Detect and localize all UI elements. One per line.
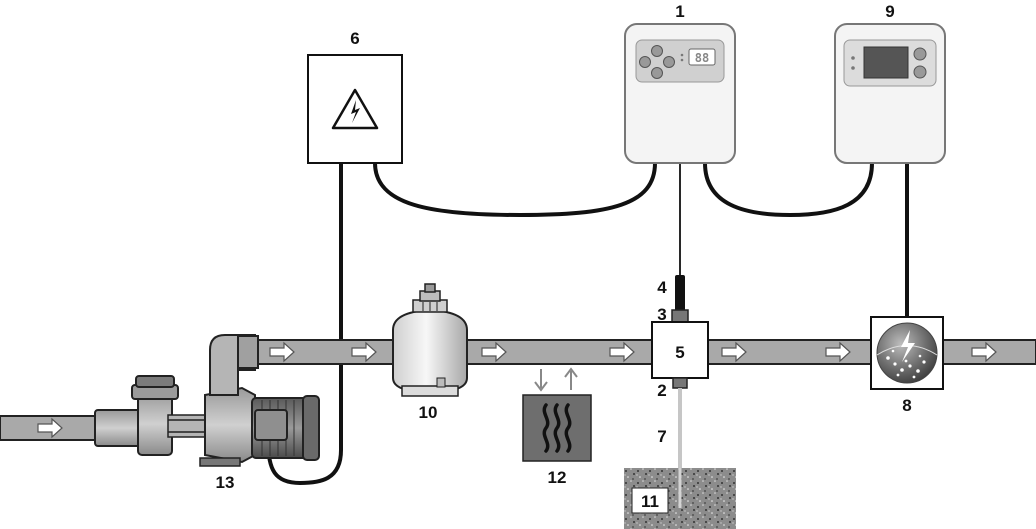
controller-unit-1: 88	[624, 23, 736, 164]
lcd-screen	[863, 46, 909, 79]
flow-arrow-icon	[269, 341, 295, 363]
electrolysis-cell	[870, 316, 944, 390]
keypad-up-button[interactable]	[651, 45, 663, 57]
control-button-bottom[interactable]	[913, 65, 927, 79]
flow-arrow-icon	[721, 341, 747, 363]
flow-arrow-icon	[37, 417, 63, 439]
cable-6-to-1	[373, 162, 657, 218]
seven-segment-display	[688, 48, 716, 66]
arrow-down-icon	[534, 381, 548, 392]
label-9: 9	[885, 2, 894, 21]
cable-6-to-pump	[266, 163, 343, 486]
electrical-panel	[307, 54, 403, 164]
flow-arrows	[37, 341, 997, 439]
heat-waves-icon	[542, 403, 572, 453]
keypad	[639, 45, 675, 79]
sand-filter	[392, 283, 468, 397]
ground-connector	[672, 377, 688, 389]
probe-nut	[671, 309, 689, 323]
label-13: 13	[216, 473, 235, 492]
label-12: 12	[548, 468, 567, 487]
flow-arrow-icon	[609, 341, 635, 363]
lightning-icon	[901, 330, 915, 362]
keypad-left-button[interactable]	[639, 56, 651, 68]
probe-cable-sleeve	[675, 275, 685, 311]
label-11: 11	[641, 492, 659, 511]
label-1: 1	[675, 2, 684, 21]
label-7: 7	[657, 427, 666, 446]
cables	[266, 162, 909, 486]
label-6: 6	[350, 29, 359, 48]
label-8: 8	[902, 396, 911, 415]
cable-1-to-9	[703, 162, 874, 218]
callout-labels: 1 9 6 4 3 5 2 7 8 10 11 12 13	[216, 2, 912, 511]
flow-arrow-icon	[825, 341, 851, 363]
control-button-top[interactable]	[913, 47, 927, 61]
keypad-right-button[interactable]	[663, 56, 675, 68]
controller-unit-9	[834, 23, 946, 164]
label-3: 3	[657, 305, 666, 324]
flow-arrow-icon	[971, 341, 997, 363]
label-2: 2	[657, 381, 666, 400]
label-5: 5	[675, 343, 684, 362]
keypad-down-button[interactable]	[651, 67, 663, 79]
flow-arrow-icon	[351, 341, 377, 363]
display-value: 88	[695, 51, 709, 65]
pump	[94, 334, 320, 467]
label-4: 4	[657, 278, 667, 297]
heater	[522, 367, 592, 462]
flow-arrow-icon	[481, 341, 507, 363]
arrow-up-icon	[564, 367, 578, 378]
label-10: 10	[419, 403, 438, 422]
